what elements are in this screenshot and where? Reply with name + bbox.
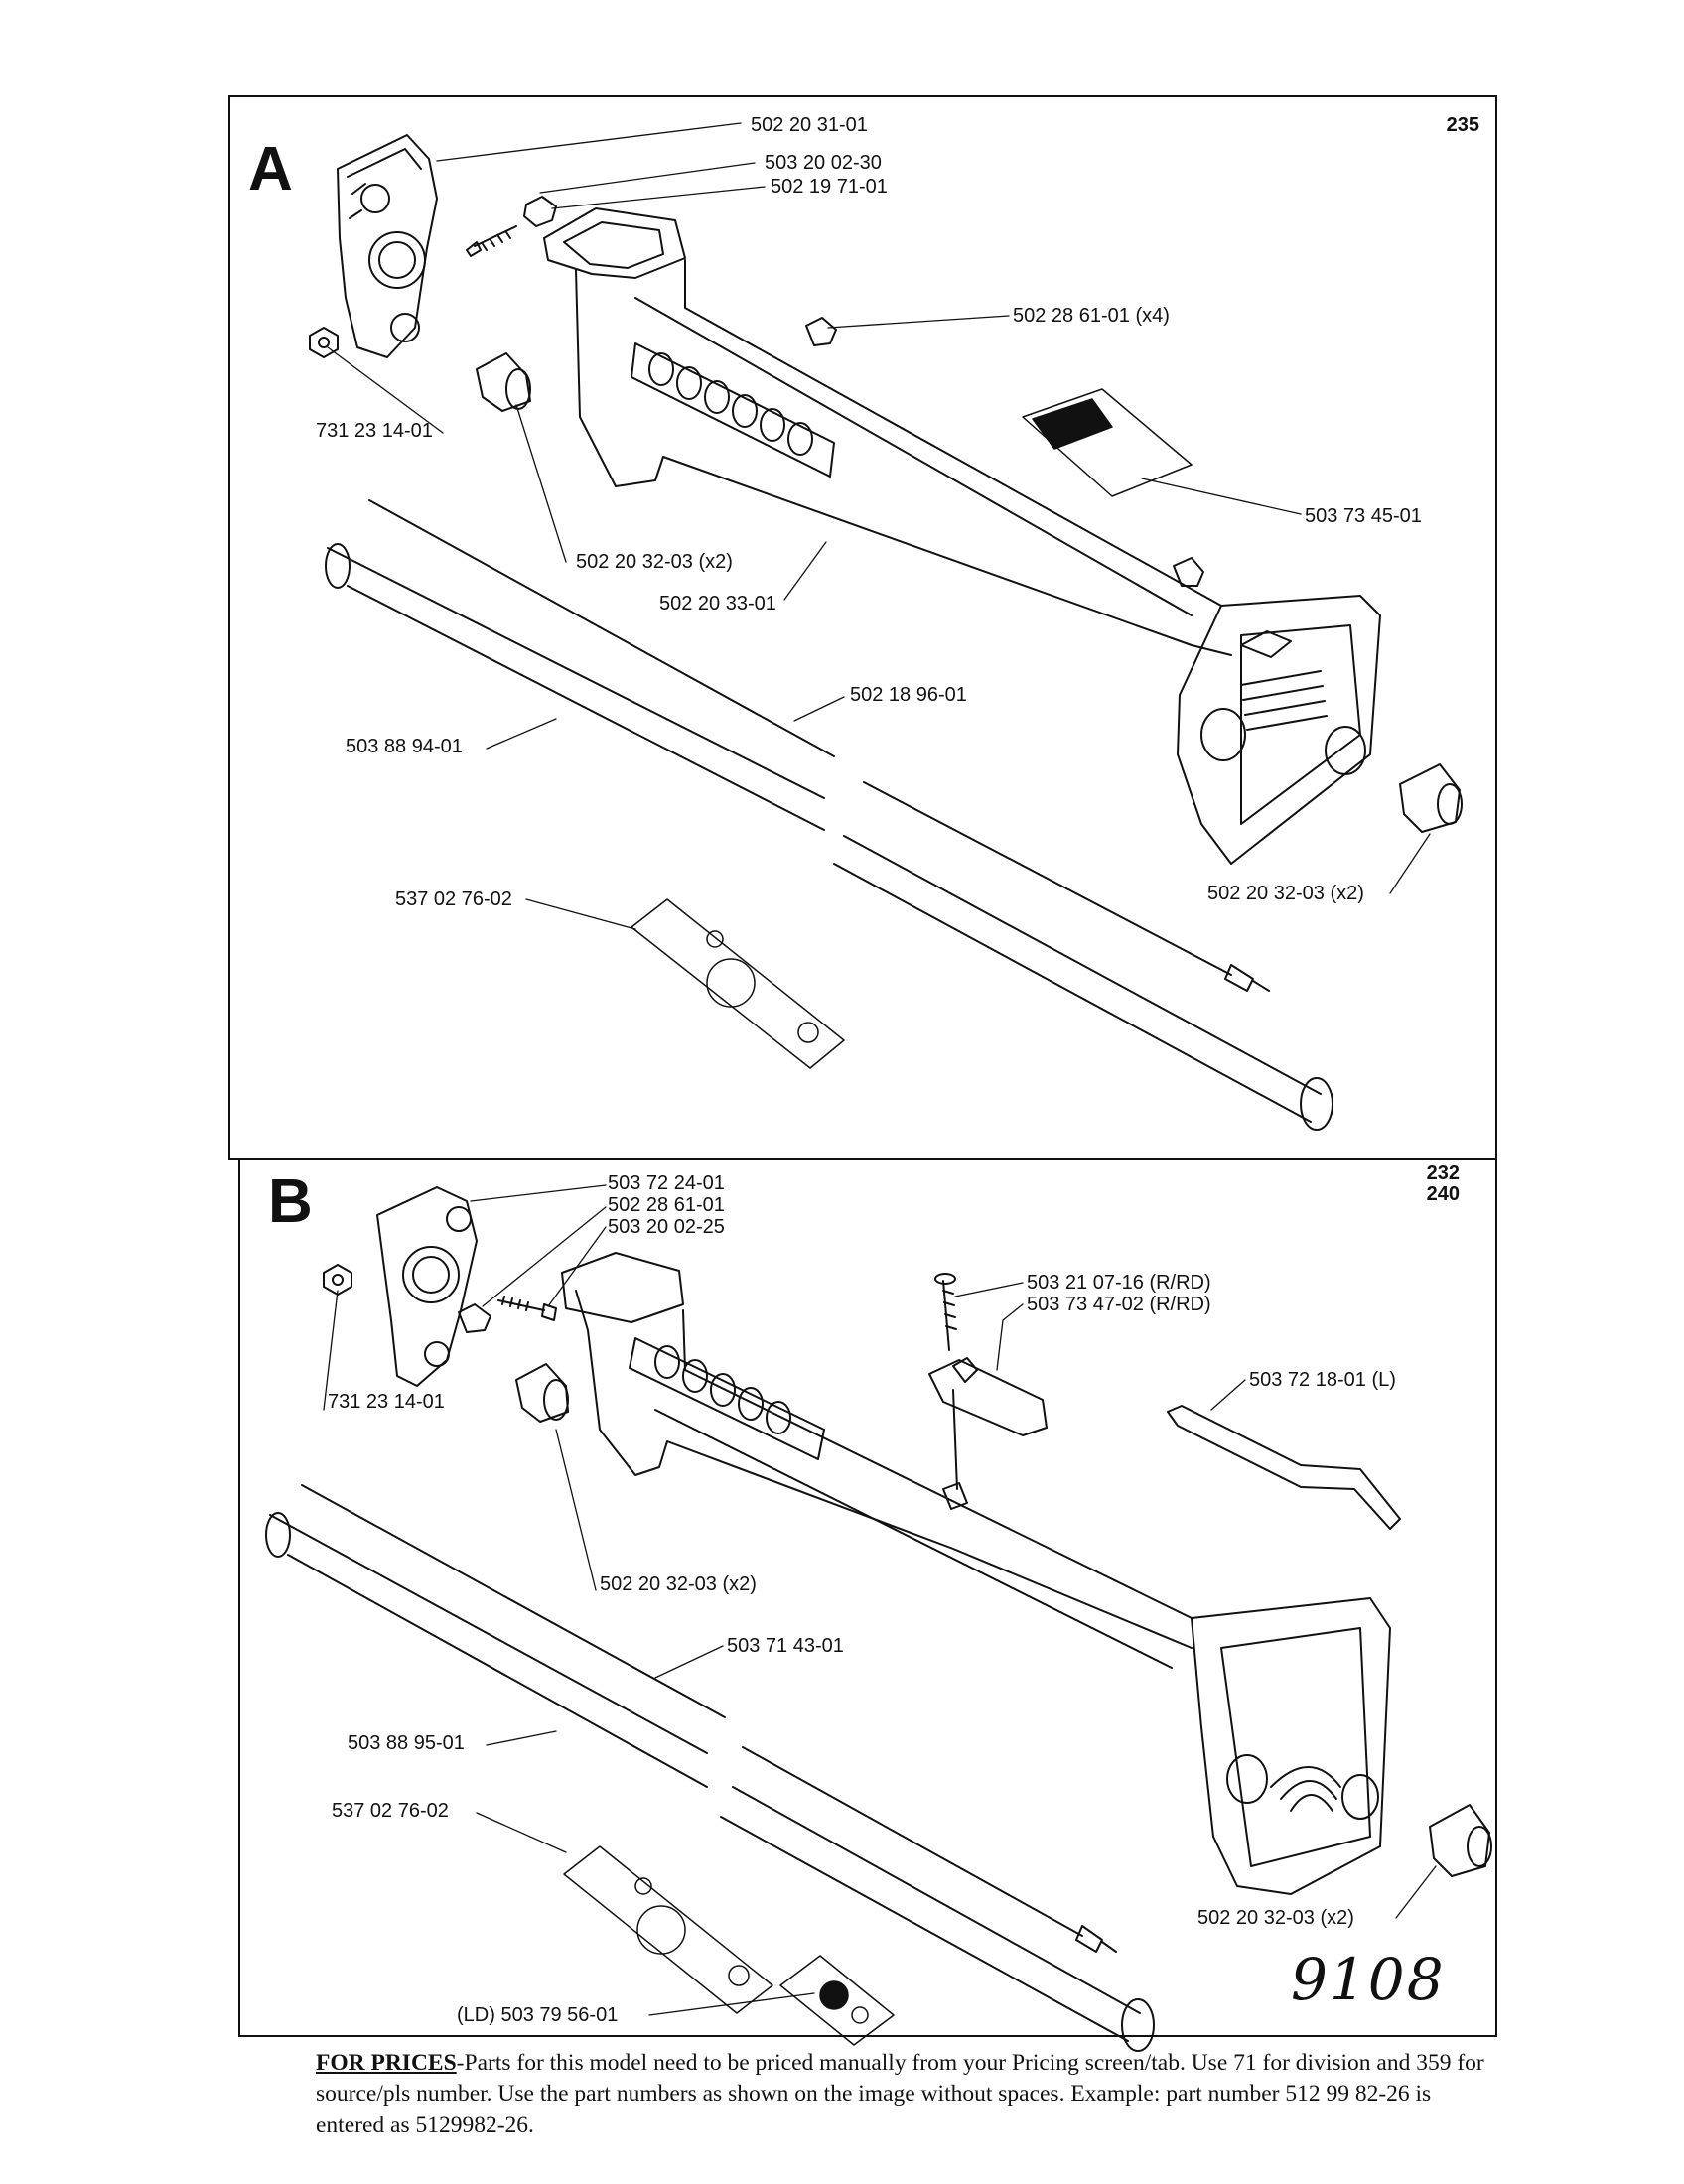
panel-b-housing <box>561 1252 1391 1895</box>
label-a-731-23-14-01: 731 23 14-01 <box>316 420 433 442</box>
label-b-502-20-32-03-x2: 502 20 32-03 (x2) <box>600 1573 757 1595</box>
label-a-502-28-61-01-x4: 502 28 61-01 (x4) <box>1013 305 1170 327</box>
panel-a-model: 235 <box>1446 114 1479 136</box>
label-b-503-71-43-01: 503 71 43-01 <box>727 1635 844 1657</box>
label-b-503-88-95-01: 503 88 95-01 <box>348 1732 465 1754</box>
panel-a-tube <box>325 543 1333 1131</box>
footer-text: -Parts for this model need to be priced … <box>316 2050 1484 2138</box>
label-a-502-20-31-01: 502 20 31-01 <box>751 114 868 136</box>
pricing-footer: FOR PRICES-Parts for this model need to … <box>316 2048 1487 2141</box>
panel-a-grip-cap <box>476 352 531 412</box>
panel-b-ld-decal <box>779 1955 895 2046</box>
label-b-537-02-76-02: 537 02 76-02 <box>332 1800 449 1822</box>
panel-b-end-cap-right <box>1429 1804 1492 1877</box>
panel-b-housing-holes <box>629 1337 825 1460</box>
label-a-537-02-76-02: 537 02 76-02 <box>395 888 512 910</box>
panel-a-clip <box>523 196 557 227</box>
handwritten-note: 9108 <box>1291 1946 1446 2013</box>
panel-b-model-232: 232 <box>1426 1162 1460 1184</box>
panel-a-clip-x4 <box>805 317 837 346</box>
panel-b-throttle-holder <box>928 1357 1048 1436</box>
label-b-502-28-61-01: 502 28 61-01 <box>608 1194 725 1216</box>
label-b-503-21-07-16: 503 21 07-16 (R/RD) <box>1027 1272 1211 1294</box>
label-a-502-20-32-03-x2-right: 502 20 32-03 (x2) <box>1207 883 1364 904</box>
panel-a-end-cap-right <box>1399 763 1463 833</box>
panel-b-letter: B <box>268 1167 313 1236</box>
panel-b-handle-bracket <box>376 1186 478 1387</box>
label-b-503-73-47-02: 503 73 47-02 (R/RD) <box>1027 1294 1211 1315</box>
panel-b-grip-cap <box>515 1363 569 1423</box>
panel-a-decal <box>1022 388 1193 497</box>
panel-b-screw <box>497 1296 557 1321</box>
label-a-503-88-94-01: 503 88 94-01 <box>346 736 463 757</box>
label-b-ld-503-79-56-01: (LD) 503 79 56-01 <box>457 2004 619 2026</box>
panel-a-housing <box>543 207 1381 865</box>
label-b-502-20-32-03-x2-right: 502 20 32-03 (x2) <box>1197 1907 1354 1929</box>
label-a-503-20-02-30: 503 20 02-30 <box>765 152 882 174</box>
panel-b-clip <box>458 1303 491 1333</box>
panel-a-nut <box>309 327 339 358</box>
label-b-503-72-24-01: 503 72 24-01 <box>608 1172 725 1194</box>
footer-lead: FOR PRICES <box>316 2050 457 2076</box>
panel-a-screw <box>466 225 517 257</box>
panel-b-throttle-lever <box>1167 1405 1401 1530</box>
label-a-502-20-32-03-x2: 502 20 32-03 (x2) <box>576 551 733 573</box>
panel-a-clip-x4-lower <box>1173 557 1204 587</box>
panel-b-drive-shaft <box>301 1484 1117 1953</box>
label-a-502-19-71-01: 502 19 71-01 <box>771 176 888 198</box>
label-b-503-20-02-25: 503 20 02-25 <box>608 1216 725 1238</box>
panel-b-model-240: 240 <box>1426 1183 1460 1205</box>
panel-a-safety-decal <box>631 898 845 1069</box>
panel-a-drive-shaft <box>368 499 1270 992</box>
label-b-731-23-14-01: 731 23 14-01 <box>328 1391 445 1413</box>
label-a-502-20-33-01: 502 20 33-01 <box>659 593 776 614</box>
panel-b-safety-decal <box>563 1845 773 2014</box>
label-a-503-73-45-01: 503 73 45-01 <box>1305 505 1422 527</box>
panel-a-housing-holes <box>631 342 835 478</box>
panel-a-frame <box>228 95 1497 1160</box>
panel-b-bolt <box>934 1273 968 1510</box>
panel-b-nut <box>323 1264 352 1296</box>
panel-a-handle-bracket <box>337 134 438 358</box>
panel-a-letter: A <box>248 135 293 204</box>
label-a-502-18-96-01: 502 18 96-01 <box>850 684 967 706</box>
label-b-503-72-18-01-l: 503 72 18-01 (L) <box>1249 1369 1396 1391</box>
panel-b-tube <box>265 1512 1155 2052</box>
panel-b-frame <box>238 1158 1497 2037</box>
